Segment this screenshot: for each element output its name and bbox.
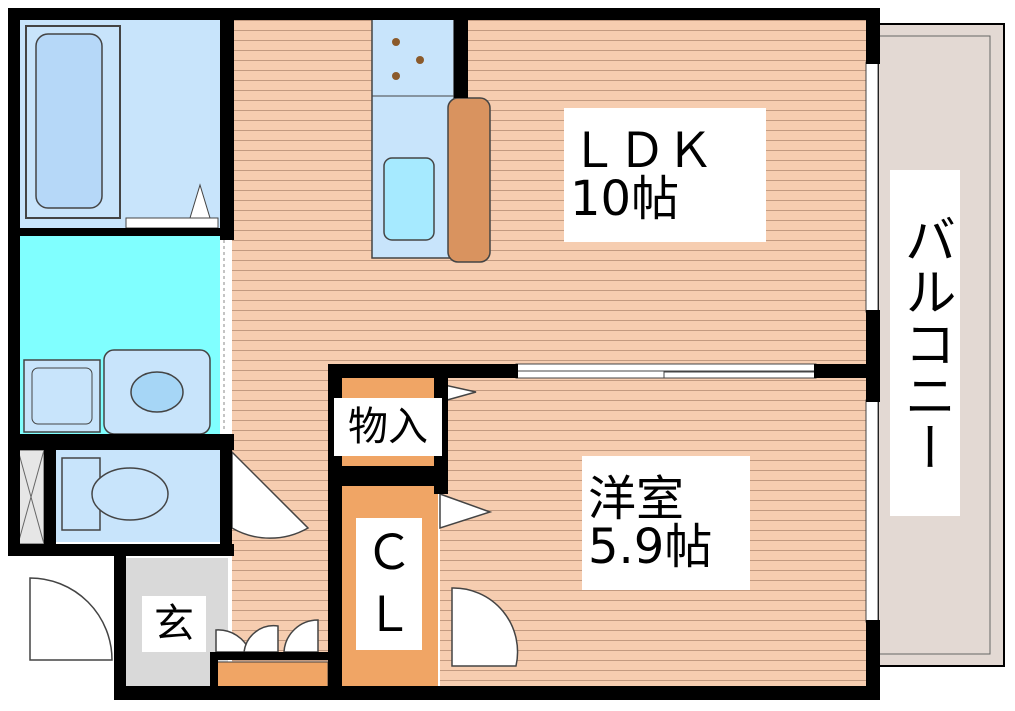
window-ldk bbox=[865, 61, 879, 313]
ldk-size: 10帖 bbox=[570, 171, 680, 227]
storage-name: 物入 bbox=[348, 404, 428, 450]
western-room-label: 洋室 5.9帖 bbox=[582, 456, 750, 590]
western-room-size: 5.9帖 bbox=[588, 519, 713, 575]
toilet bbox=[91, 467, 169, 521]
entrance-label: 玄 bbox=[142, 596, 206, 652]
closet-name: Ｃ Ｌ bbox=[364, 524, 413, 643]
closet-label: Ｃ Ｌ bbox=[356, 518, 422, 650]
storage-label: 物入 bbox=[334, 398, 442, 456]
ldk-label: ＬＤＫ 10帖 bbox=[564, 108, 766, 242]
kitchen-sink bbox=[383, 157, 435, 241]
door-swings bbox=[29, 383, 519, 667]
balcony-label: バルコニー bbox=[890, 170, 960, 516]
shoe-cabinet bbox=[215, 661, 329, 689]
western-room-name: 洋室 bbox=[588, 471, 685, 527]
window-western bbox=[865, 399, 879, 623]
stove-burner bbox=[392, 38, 400, 46]
bathtub-inner bbox=[35, 33, 103, 209]
dining-counter bbox=[447, 97, 491, 263]
ldk-floor bbox=[232, 18, 872, 370]
entrance-name: 玄 bbox=[154, 601, 194, 647]
ldk-name: ＬＤＫ bbox=[570, 123, 715, 179]
balcony-name: バルコニー bbox=[895, 213, 955, 473]
